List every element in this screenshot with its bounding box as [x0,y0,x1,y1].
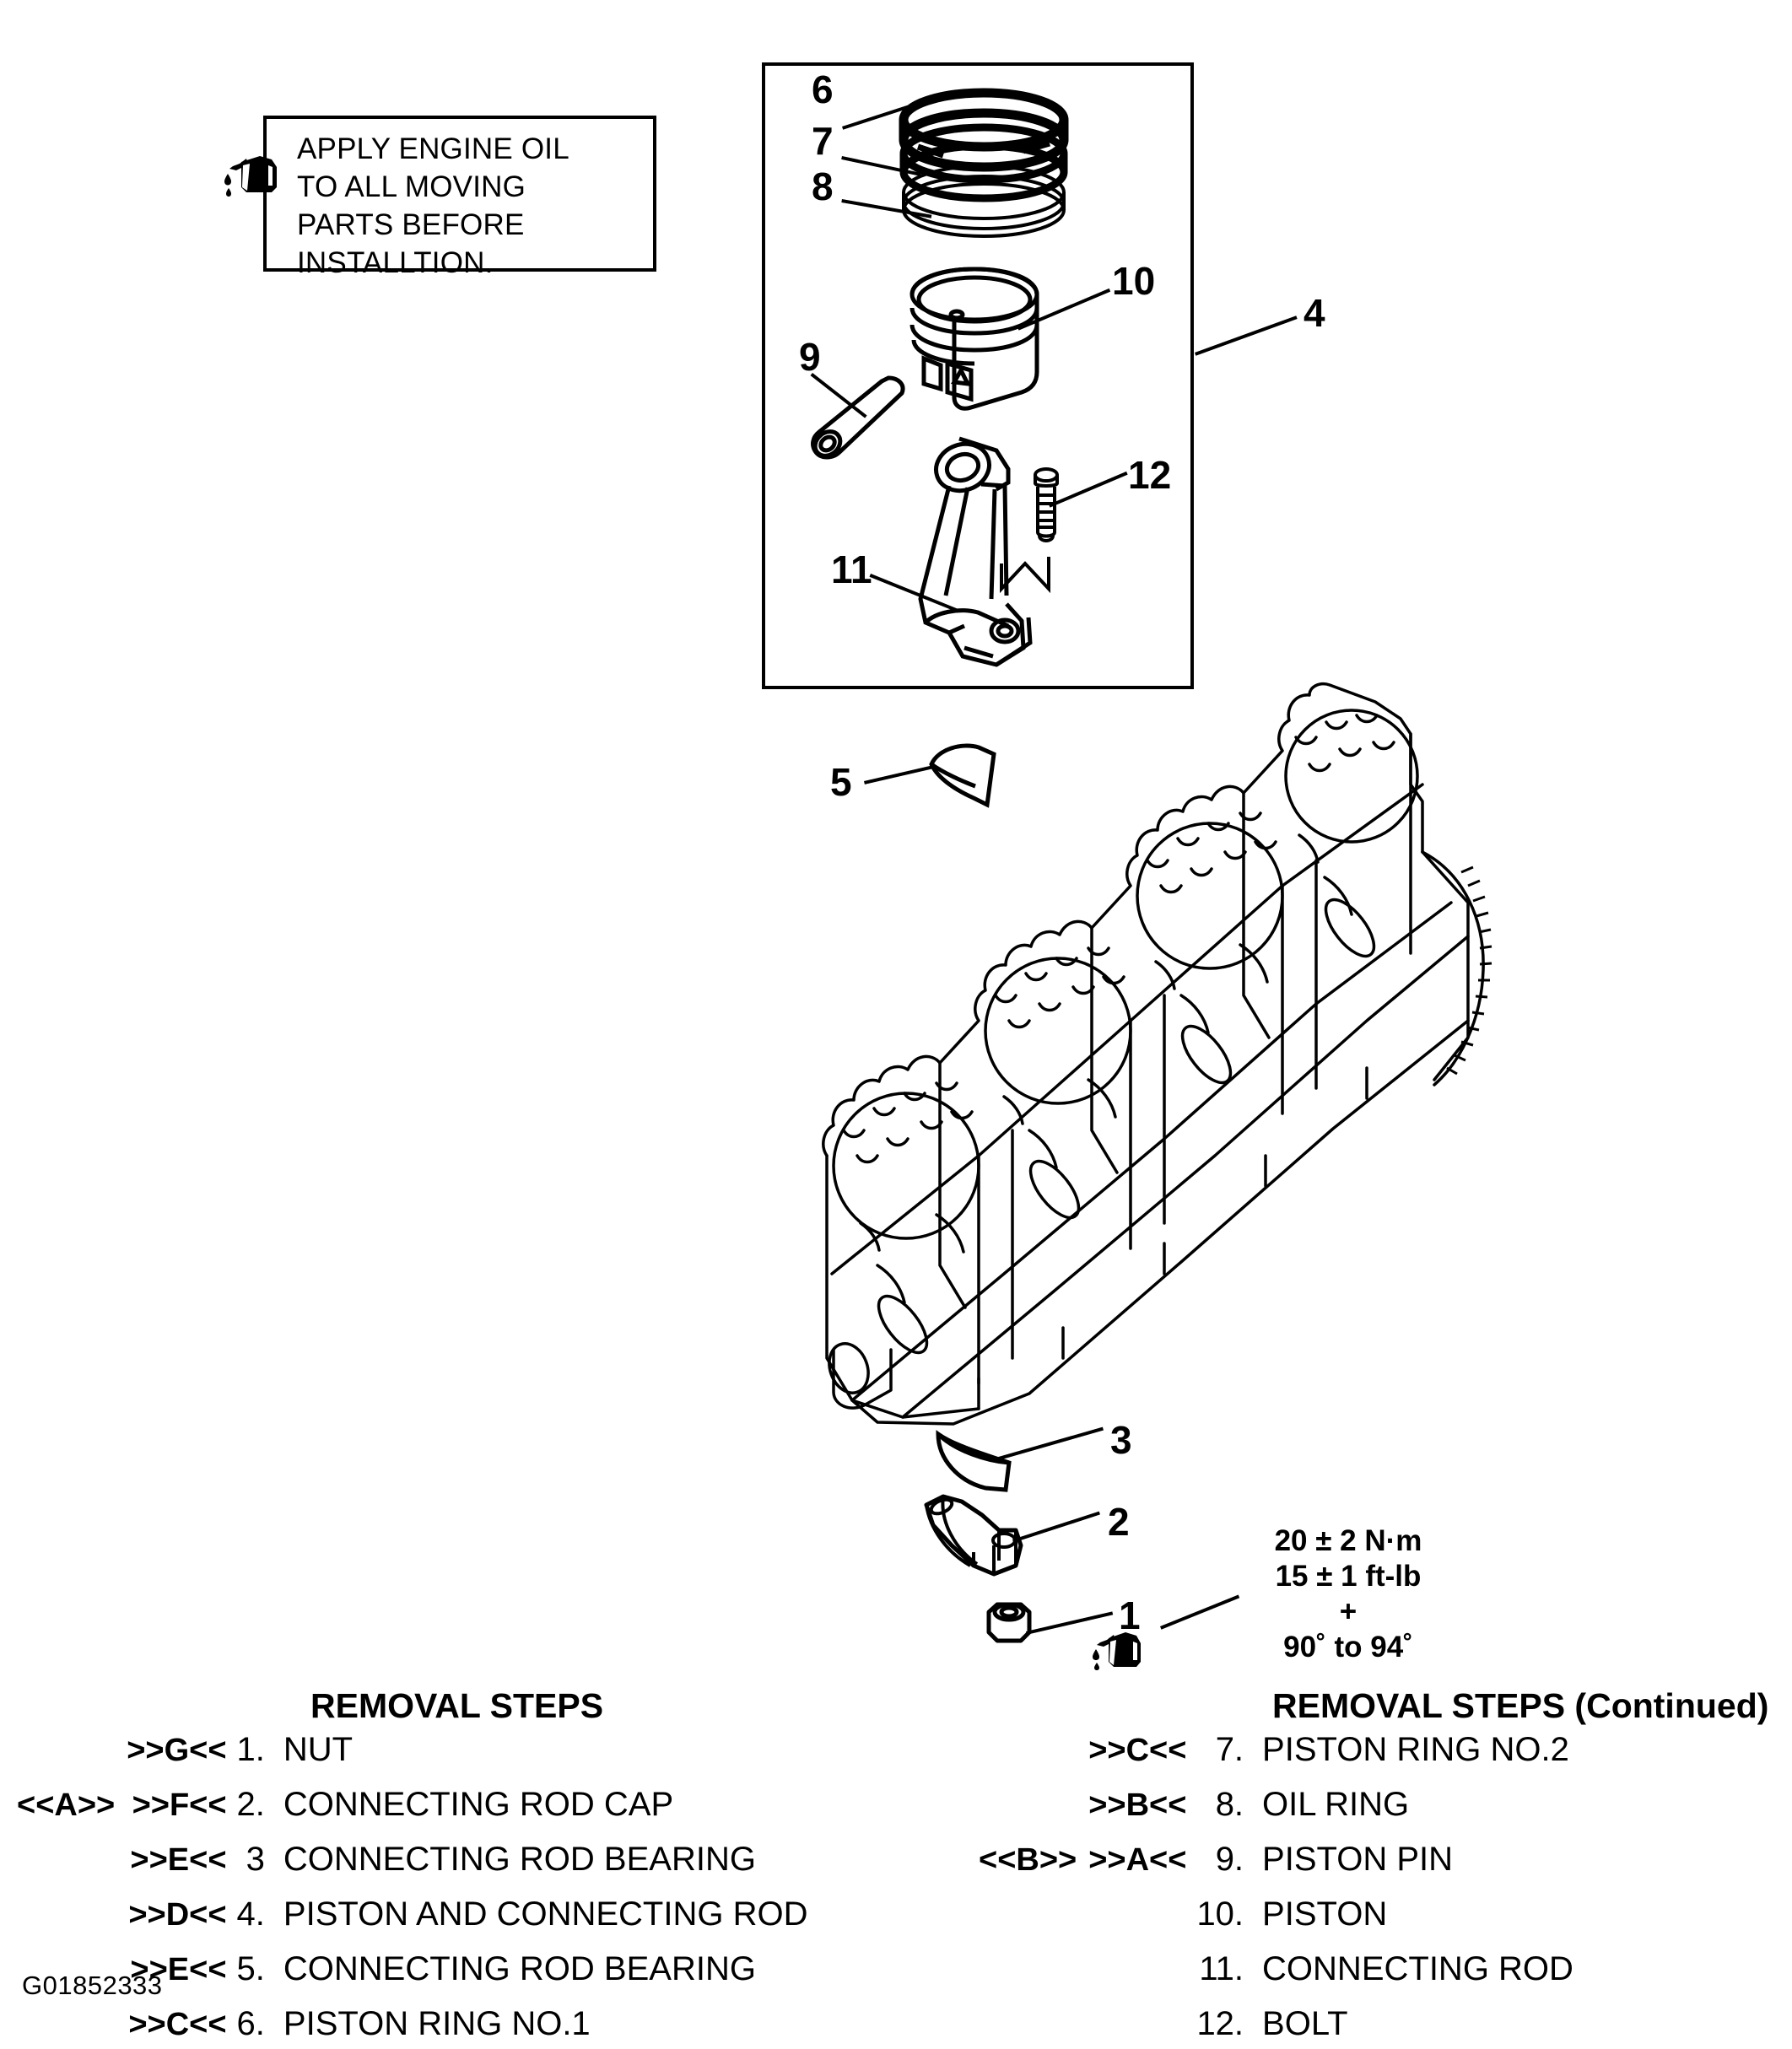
step-mark: >>E<< [130,1952,227,1987]
step-outer-mark [17,2005,127,2049]
step-outer-mark [979,1786,1088,1841]
removal-steps-continued-title: REMOVAL STEPS (Continued) [1272,1686,1769,1725]
list-item: <<A>> >>F<< 2. CONNECTING ROD CAP [17,1786,807,1841]
callout-9: 9 [799,335,821,379]
step-number: 1. [236,1731,265,1768]
step-outer-mark [979,1731,1088,1786]
step-mark: >>A<< [1088,1842,1187,1878]
step-label: CONNECTING ROD CAP [283,1786,674,1823]
engine-cylinder-block-drawing [726,682,1519,1426]
step-number: 8. [1215,1786,1244,1823]
piston-drawing [905,264,1070,424]
piston-assembly-detail-box [762,62,1194,689]
step-mark: >>E<< [130,1842,227,1878]
step-label: NUT [283,1731,354,1768]
step-number: 7. [1215,1731,1244,1768]
step-mark: >>B<< [1088,1787,1187,1823]
step-outer-mark: <<A>> [17,1787,116,1823]
step-outer-mark [17,1895,127,1950]
callout-4: 4 [1304,291,1325,335]
connecting-rod-drawing [915,430,1076,667]
torque-leader [1160,1594,1240,1630]
step-mark: >>C<< [1088,1733,1187,1768]
step-mark [1088,2005,1196,2049]
step-number: 11. [1199,1950,1244,1987]
step-outer-mark [979,1950,1088,2005]
step-label: OIL RING [1262,1786,1410,1823]
step-number: 3 [246,1841,265,1878]
connecting-rod-bearing-lower-drawing [935,1427,1015,1493]
step-outer-mark: <<B>> [979,1842,1077,1878]
drawing-id-code: G01852333 [22,1971,163,2000]
callout-7: 7 [812,119,834,163]
apply-oil-note-text: APPLY ENGINE OIL TO ALL MOVING PARTS BEF… [297,132,569,279]
apply-oil-note-box: APPLY ENGINE OIL TO ALL MOVING PARTS BEF… [263,116,656,279]
removal-steps-left-table: >>G<< 1. NUT <<A>> >>F<< 2. CONNECTING R… [17,1731,807,2049]
list-item: >>C<< 6. PISTON RING NO.1 [17,2005,807,2049]
list-item: >>G<< 1. NUT [17,1731,807,1786]
callout-8: 8 [812,164,834,208]
callout-10: 10 [1112,259,1156,303]
step-mark [1088,1950,1196,2005]
callout-11: 11 [831,547,872,591]
callout-2: 2 [1108,1500,1130,1544]
step-outer-mark [979,1895,1088,1950]
step-label: CONNECTING ROD [1262,1950,1573,1987]
step-number: 2. [236,1786,265,1823]
removal-steps-title: REMOVAL STEPS [310,1686,604,1725]
step-number: 10. [1196,1895,1244,1933]
list-item: >>E<< 3 CONNECTING ROD BEARING [17,1841,807,1895]
piston-pin-drawing [806,371,924,464]
step-label: CONNECTING ROD BEARING [283,1950,756,1987]
oil-can-icon-nut [1090,1628,1146,1675]
connecting-rod-bearing-upper-drawing [926,742,1002,810]
list-item: >>D<< 4. PISTON AND CONNECTING ROD [17,1895,807,1950]
step-outer-mark [17,1731,127,1786]
oil-can-icon [221,150,282,202]
list-item: 12. BOLT [979,2005,1573,2049]
callout-12: 12 [1128,453,1172,497]
step-mark: >>D<< [128,1897,227,1933]
torque-specification: 20 ± 2 N·m 15 ± 1 ft-lb + 90˚ to 94˚ [1274,1524,1422,1663]
step-label: PISTON PIN [1262,1841,1454,1878]
callout-1: 1 [1119,1593,1141,1637]
step-label: PISTON AND CONNECTING ROD [283,1895,808,1933]
step-label: PISTON RING NO.2 [1262,1731,1569,1768]
section-mark [1000,557,1067,599]
step-mark [1088,1895,1196,1950]
step-mark: >>F<< [132,1787,227,1823]
step-label: CONNECTING ROD BEARING [283,1841,756,1878]
removal-steps-right-table: >>C<< 7. PISTON RING NO.2 >>B<< 8. OIL R… [979,1731,1573,2049]
list-item: >>B<< 8. OIL RING [979,1786,1573,1841]
step-mark: >>C<< [128,2007,227,2042]
list-item: 10. PISTON [979,1895,1573,1950]
step-number: 9. [1215,1841,1244,1878]
step-number: 4. [236,1895,265,1933]
step-number: 12. [1196,2005,1244,2042]
step-outer-mark [979,2005,1088,2049]
list-item: <<B>> >>A<< 9. PISTON PIN [979,1841,1573,1895]
step-mark: >>G<< [127,1733,227,1768]
step-label: PISTON RING NO.1 [283,2005,591,2042]
rod-nut-drawing [985,1600,1033,1646]
callout-5: 5 [830,760,852,804]
step-number: 6. [236,2005,265,2042]
list-item: >>E<< 5. CONNECTING ROD BEARING [17,1950,807,2005]
callout-3: 3 [1110,1418,1132,1462]
list-item: >>C<< 7. PISTON RING NO.2 [979,1731,1573,1786]
step-label: BOLT [1262,2005,1348,2042]
rod-bolt-drawing [1029,466,1063,551]
piston-rings-drawing [884,88,1087,248]
list-item: 11. CONNECTING ROD [979,1950,1573,2005]
step-label: PISTON [1262,1895,1388,1933]
callout-6: 6 [812,67,834,111]
callout-4-leader [1195,315,1298,356]
connecting-rod-cap-drawing [921,1493,1031,1586]
step-number: 5. [236,1950,265,1987]
step-outer-mark [17,1841,127,1895]
